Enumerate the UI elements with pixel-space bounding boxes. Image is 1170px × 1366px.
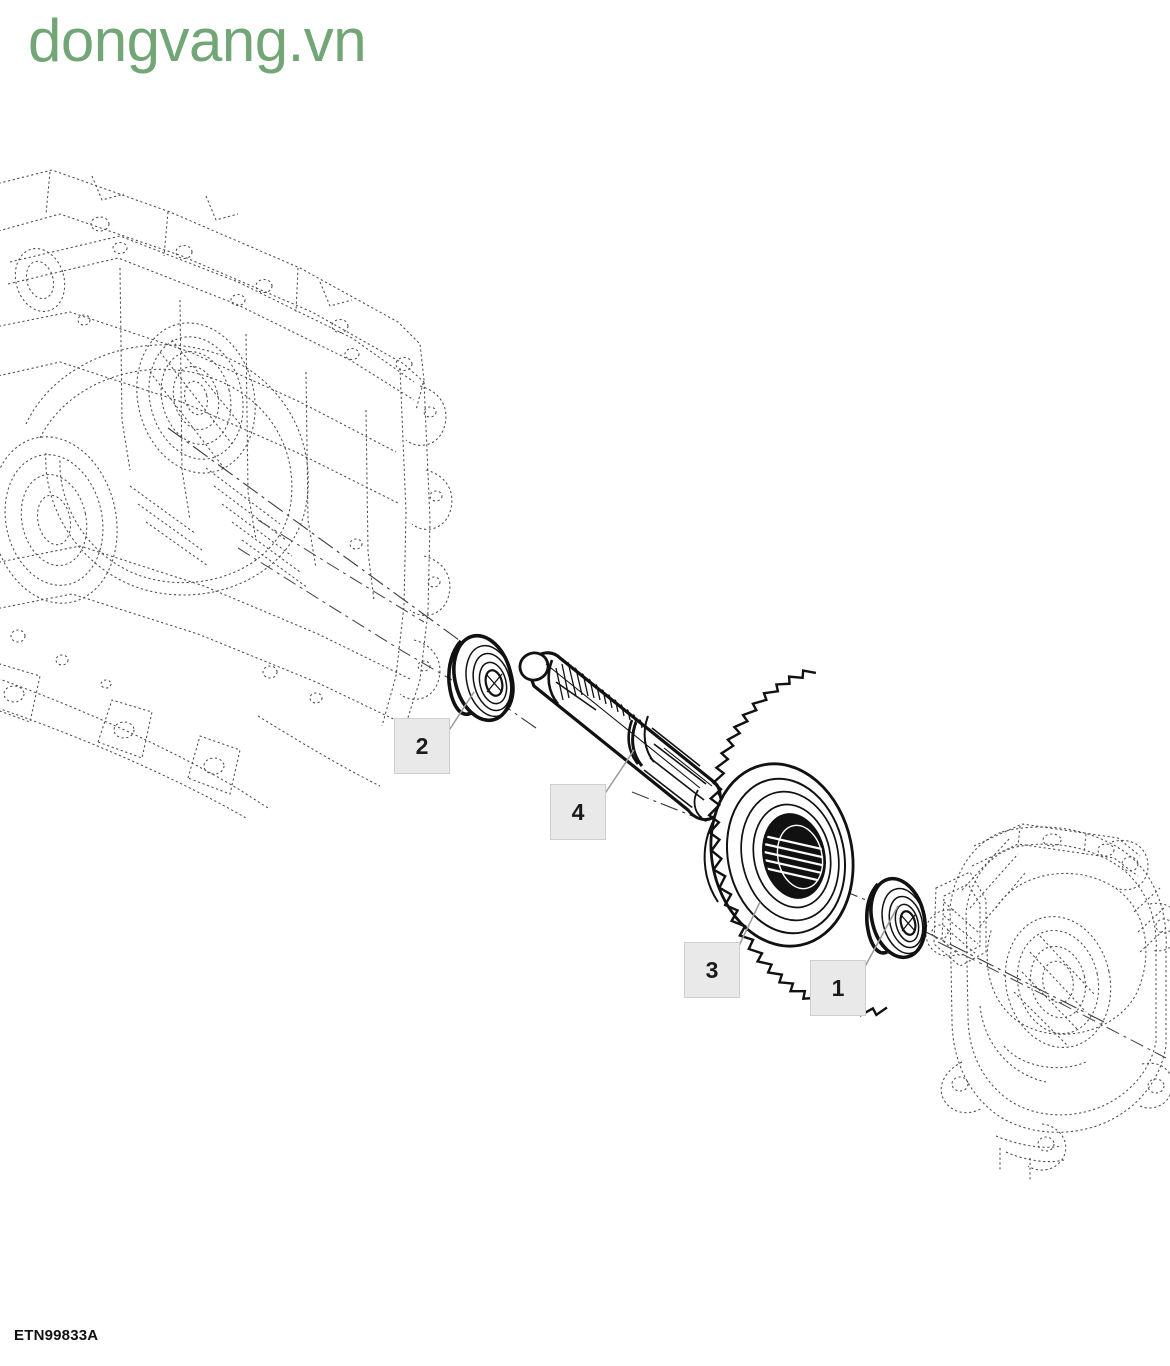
part-helical-drive-gear	[703, 669, 888, 1017]
callout-number-3: 3	[705, 956, 719, 983]
callout-box-1[interactable]: 1	[810, 960, 866, 1016]
callout-box-3[interactable]: 3	[684, 942, 740, 998]
leader-line-1	[861, 905, 899, 973]
leader-line-2	[447, 691, 475, 733]
transmission-housing-left	[0, 169, 453, 819]
site-watermark: dongvang.vn	[28, 7, 367, 74]
callout-leader-lines	[447, 691, 899, 973]
callout-number-4: 4	[571, 798, 585, 825]
part-ball-bearing-right	[865, 876, 927, 960]
figure-reference-label: ETN99833A	[14, 1327, 99, 1344]
pto-housing-cover-right	[925, 823, 1170, 1182]
callout-box-4[interactable]: 4	[550, 784, 606, 840]
callout-box-2[interactable]: 2	[394, 718, 450, 774]
part-ball-bearing-left	[447, 633, 515, 723]
callout-number-1: 1	[831, 974, 845, 1001]
leader-line-4	[601, 749, 635, 799]
leader-line-3	[735, 901, 761, 953]
callout-number-2: 2	[415, 732, 429, 759]
